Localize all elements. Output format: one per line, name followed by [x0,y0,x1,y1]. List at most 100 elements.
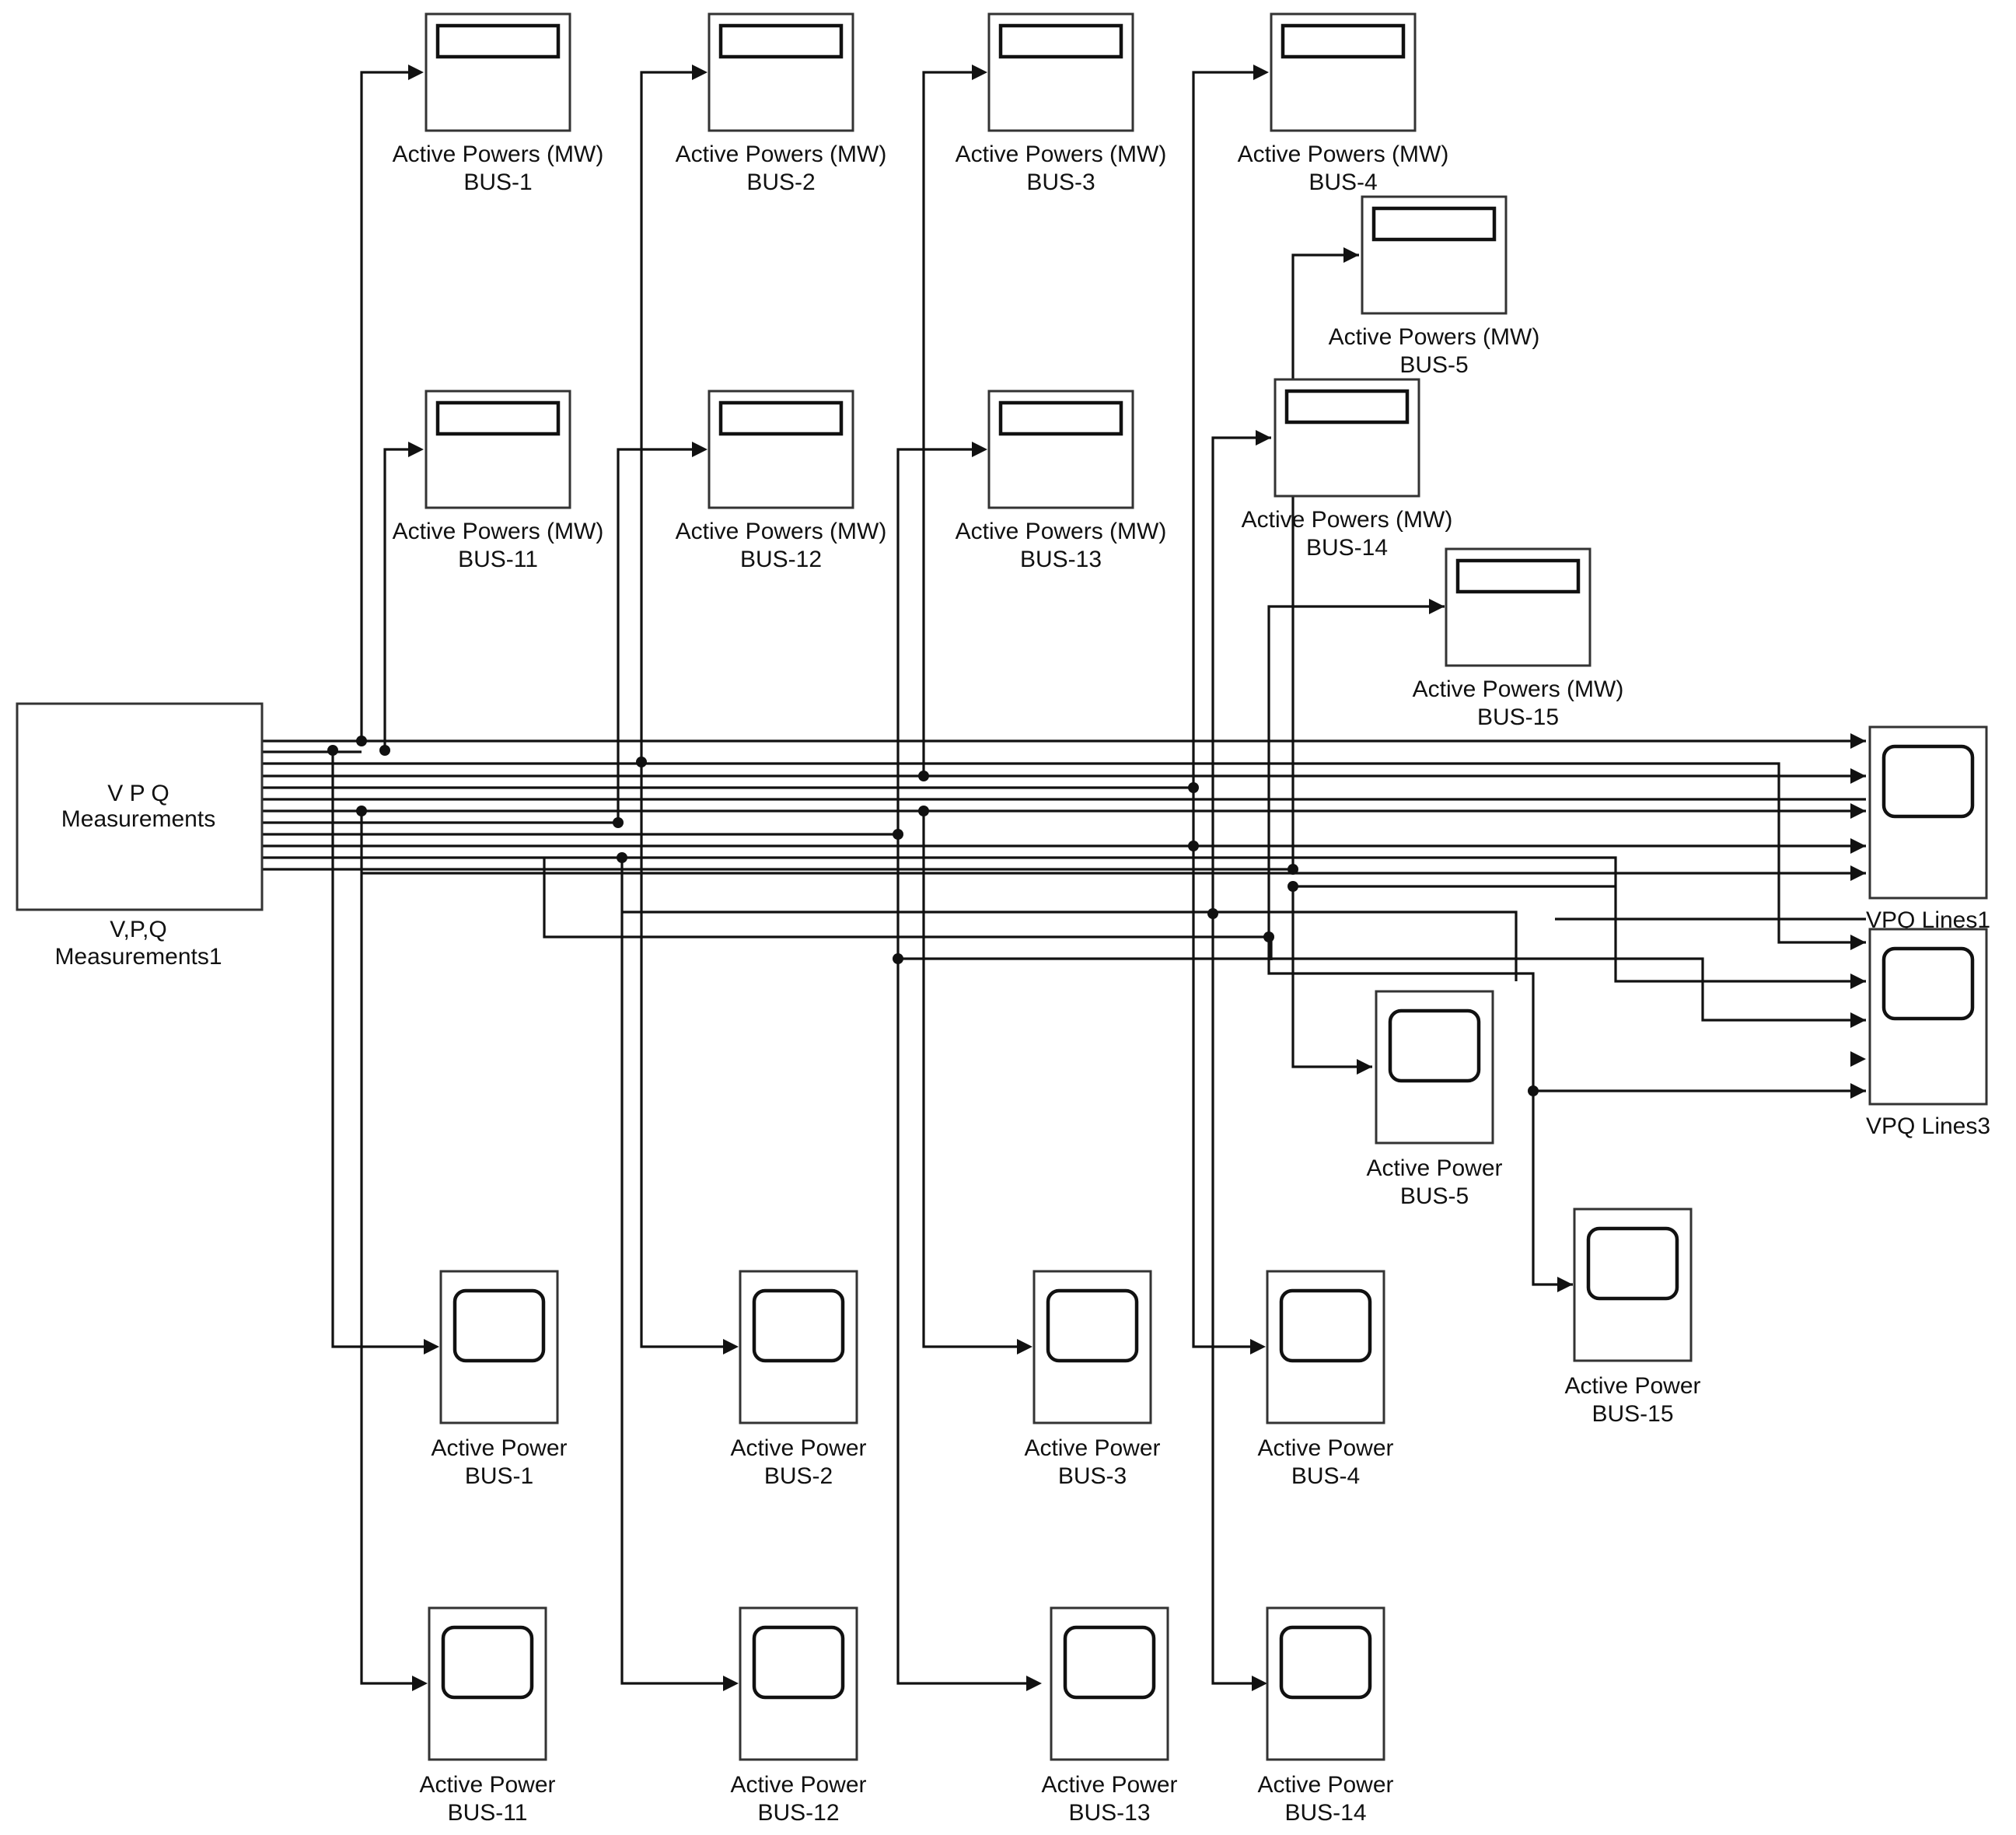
scope-screen [1881,946,1975,1021]
display-block-mw-bus-12[interactable]: Active Powers (MW)BUS-12 [676,390,887,572]
scope-label-line2: BUS-5 [1400,1183,1469,1209]
vpq-measurements-block[interactable]: V P Q Measurements V,P,Q Measurements1 [16,702,264,970]
source-inner-line1: V P Q [107,781,169,806]
source-name-line2: Measurements1 [54,944,222,970]
scope-block-vpq-lines3[interactable]: VPQ Lines3 [1866,928,1990,1139]
display-block-mw-bus-14[interactable]: Active Powers (MW)BUS-14 [1242,378,1453,561]
arrowhead [1253,65,1269,80]
display-readout [1284,389,1410,425]
wire-bus13-mw[interactable] [896,448,972,834]
display-block-mw-bus-3[interactable]: Active Powers (MW)BUS-3 [956,12,1167,195]
wire-bus12-ap[interactable] [620,858,723,1685]
arrowhead [408,442,424,457]
scope-label-line2: BUS-2 [764,1463,833,1489]
wire-bus5-ap[interactable] [1291,886,1372,1068]
wire-bus11-ap[interactable] [360,811,412,1685]
scope-screen [1046,1288,1139,1363]
display-label-line1: Active Powers (MW) [1242,507,1453,533]
arrowhead [723,1676,739,1691]
wire-bus15-mw[interactable] [1267,605,1445,937]
wire-bus3-mw[interactable] [922,71,972,776]
junction-dot [613,817,624,828]
arrowhead [1252,1676,1267,1691]
wire-bus4-ap[interactable] [1192,788,1250,1348]
arrowhead [1850,1083,1866,1099]
scope-label-line2: BUS-12 [757,1800,839,1826]
display-readout [435,400,561,436]
display-label-line1: Active Powers (MW) [956,519,1167,544]
display-block-mw-bus-11[interactable]: Active Powers (MW)BUS-11 [393,390,604,572]
arrowhead [1026,1676,1042,1691]
junction-dot [893,829,903,840]
wire-bus14-ap[interactable] [1211,914,1252,1685]
display-block-mw-bus-2[interactable]: Active Powers (MW)BUS-2 [676,12,887,195]
arrowhead [1850,768,1866,784]
wire-bus4-mw[interactable] [1192,71,1253,788]
wire-bus2-ap[interactable] [640,762,723,1348]
junction-dot [893,953,903,964]
wire-bus2-mw[interactable] [640,71,692,762]
junction-dot [1528,1085,1539,1096]
scope-label-line2: BUS-3 [1058,1463,1127,1489]
scope-screen [1881,744,1975,819]
scope-label-line1: Active Power [419,1772,555,1798]
display-label-line1: Active Powers (MW) [956,142,1167,167]
scope-label-line1: Active Power [1257,1435,1393,1461]
wire-bus1-mw[interactable] [360,71,408,741]
arrowhead [1850,838,1866,854]
display-block-mw-bus-15[interactable]: Active Powers (MW)BUS-15 [1413,547,1624,730]
wire-bus11-mw[interactable] [383,448,408,750]
scope-label-line2: BUS-15 [1591,1401,1673,1427]
wire-bus3-ap[interactable] [922,811,1017,1348]
display-block-mw-bus-5[interactable]: Active Powers (MW)BUS-5 [1329,195,1540,378]
arrowheads [408,65,1866,1691]
wire-trunk-3[interactable] [260,762,1866,944]
scope-label-line1: Active Power [1024,1435,1160,1461]
scope-block-vpq-lines1[interactable]: VPQ Lines1 [1866,725,1990,933]
wire-vert-700[interactable] [543,858,1273,960]
display-label-line2: BUS-11 [458,547,538,572]
wire-bus5-mw[interactable] [1291,253,1359,869]
display-block-mw-bus-13[interactable]: Active Powers (MW)BUS-13 [956,390,1167,572]
display-block-mw-bus-1[interactable]: Active Powers (MW)BUS-1 [393,12,604,195]
arrowhead [692,65,708,80]
wire-bus15-ap2[interactable] [1532,1091,1573,1286]
wire-bus15-ap[interactable] [1267,937,1866,1092]
wire-vert-800[interactable] [622,911,1518,981]
wire-vert-1155[interactable] [896,834,1866,1022]
junction-dot [1288,881,1298,892]
scope-screen [441,1625,534,1700]
scope-label-line1: Active Power [730,1435,866,1461]
display-label-line2: BUS-14 [1306,535,1388,561]
display-label-line1: Active Powers (MW) [676,519,887,544]
wire-bus13-ap[interactable] [896,959,1026,1685]
scope-label-line1: Active Power [1564,1373,1700,1399]
wire-bus1-ap[interactable] [331,750,424,1348]
arrowhead [424,1339,439,1354]
source-frame [16,702,264,911]
display-label-line1: Active Powers (MW) [1413,676,1624,702]
display-label-line2: BUS-15 [1477,704,1559,730]
display-label-line1: Active Powers (MW) [676,142,887,167]
wire-bus12-mw[interactable] [617,448,692,823]
scope-label-line2: BUS-1 [465,1463,533,1489]
arrowhead [1429,599,1445,614]
display-readout [1455,558,1581,594]
display-label-line2: BUS-5 [1399,352,1468,378]
display-block-mw-bus-4[interactable]: Active Powers (MW)BUS-4 [1238,12,1449,195]
scope-screen [1586,1226,1679,1301]
wire-bus14-mw[interactable] [1211,436,1271,914]
junction-dot [1263,931,1274,942]
arrowhead [1850,1012,1866,1028]
